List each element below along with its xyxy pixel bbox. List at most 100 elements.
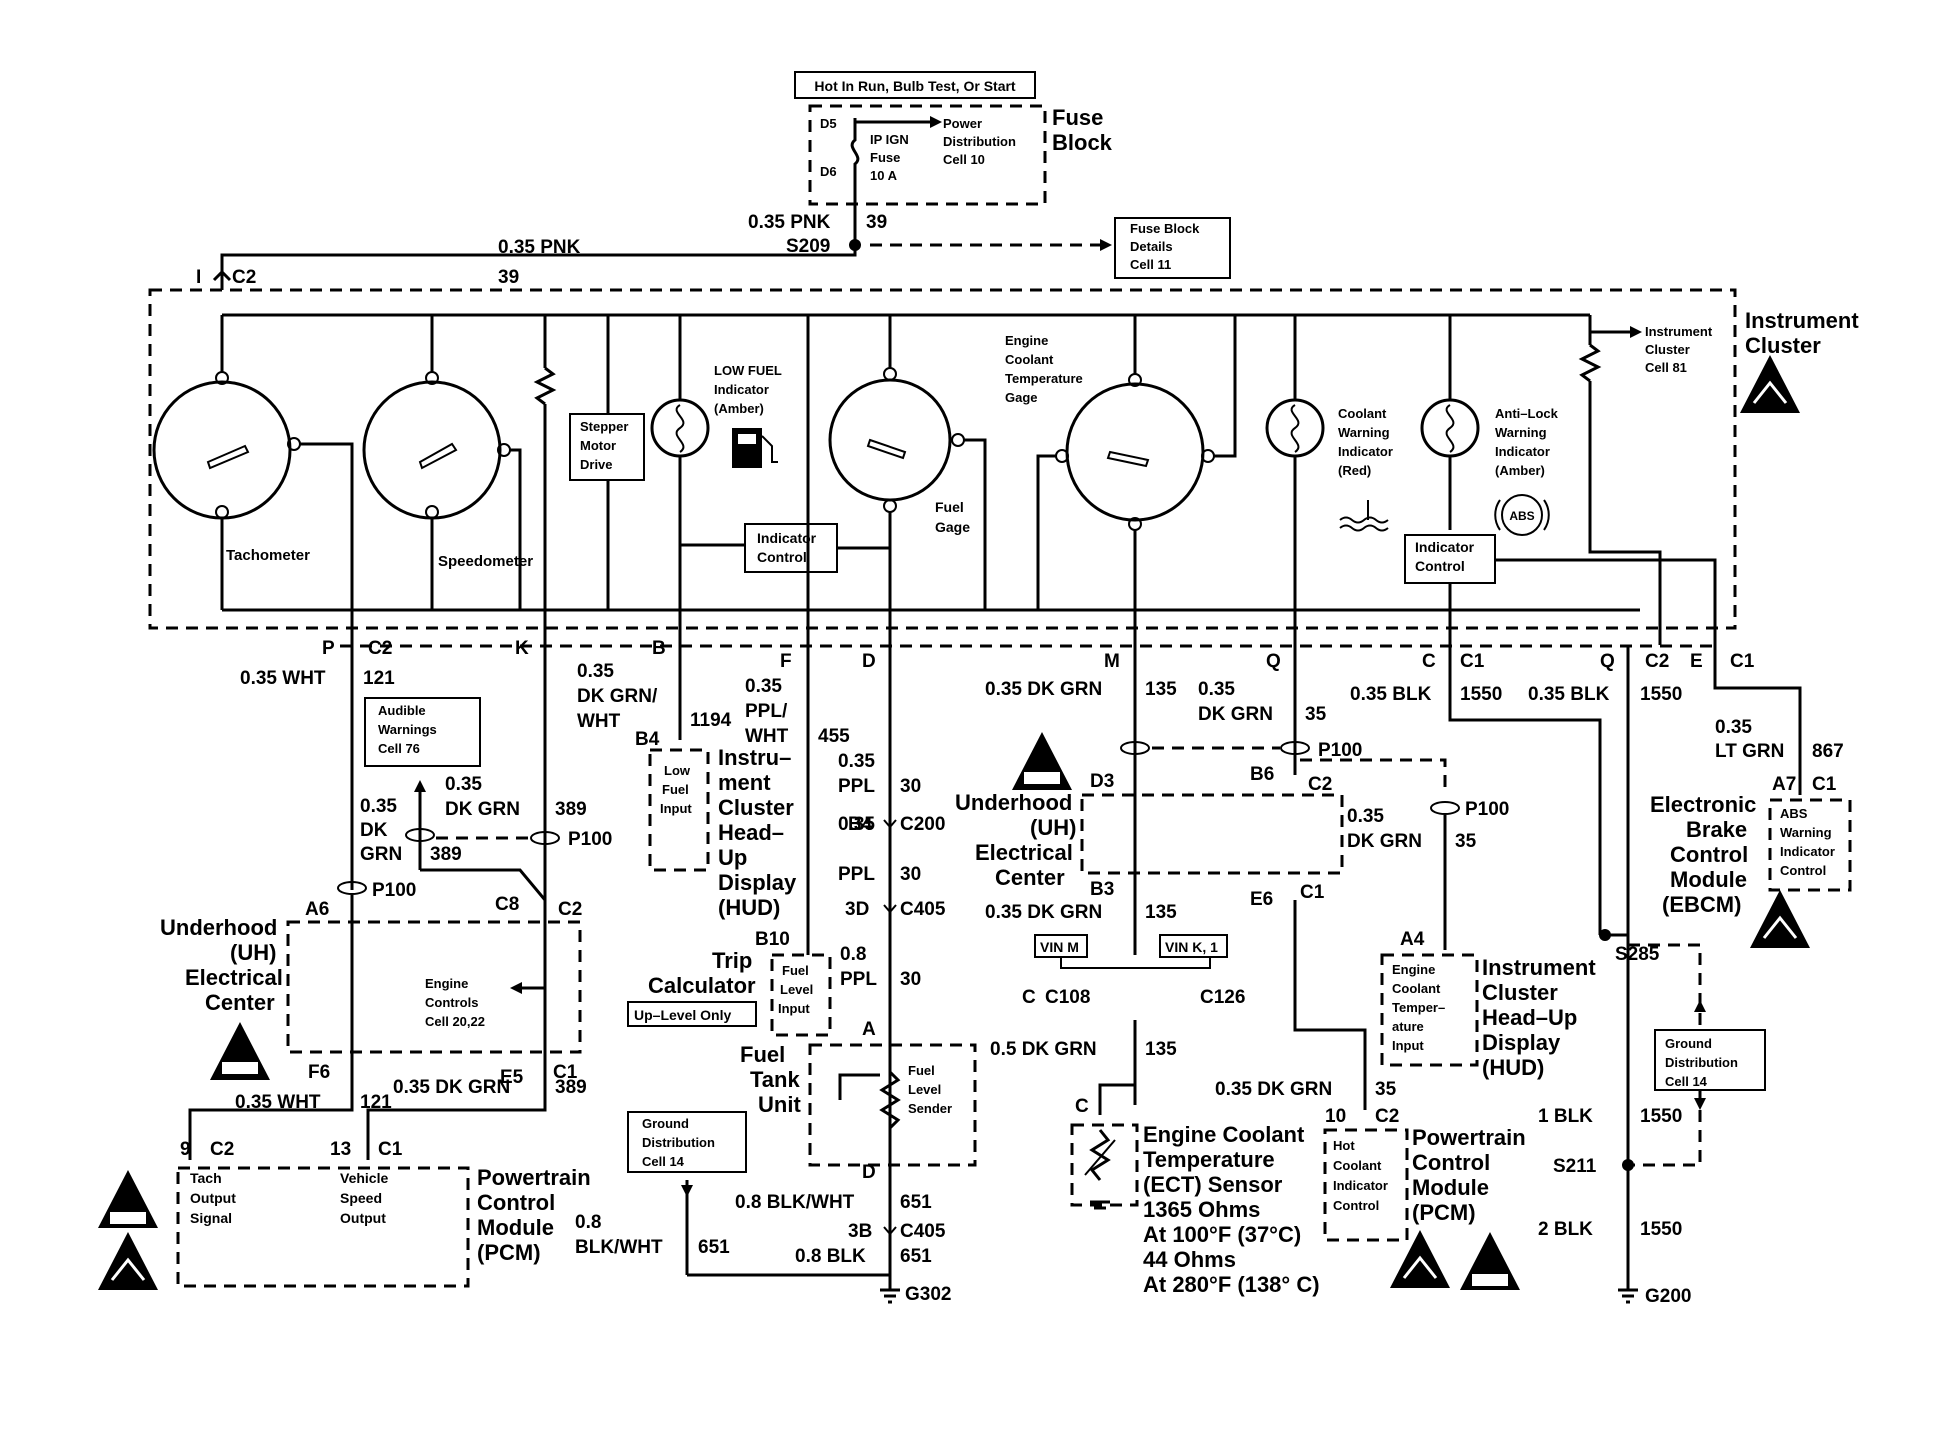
ect-input-5: Input <box>1392 1038 1424 1053</box>
f-wire-3: WHT <box>745 726 789 747</box>
uh-left-3: Electrical <box>185 965 283 990</box>
ebcm-5: (EBCM) <box>1662 892 1741 917</box>
coolant-warning-2: Warning <box>1338 425 1390 440</box>
p100-a-label: P100 <box>372 880 416 901</box>
fuse-details-3: Cell 11 <box>1130 257 1171 272</box>
center-ppl-b-1: 0.35 <box>838 814 875 835</box>
c405-symbol <box>883 904 897 914</box>
hot-coolant-2: Coolant <box>1333 1158 1382 1173</box>
pin-c1b: C1 <box>378 1139 403 1160</box>
abs-warning-3: Indicator <box>1495 444 1550 459</box>
fuel-pump-icon <box>732 428 778 468</box>
fuse-name-1: IP IGN <box>870 132 909 147</box>
splice-s285-label: S285 <box>1615 944 1660 965</box>
pin-p: P <box>322 638 335 659</box>
cluster-name-2: Cluster <box>1745 333 1821 358</box>
left-389a: 389 <box>430 844 462 865</box>
pin-c8: C8 <box>495 894 519 915</box>
left-121b: 121 <box>360 1092 392 1113</box>
uh-left-2: (UH) <box>230 940 276 965</box>
cell81-arrow <box>1630 326 1642 338</box>
hud-right-2: Cluster <box>1482 980 1558 1005</box>
low-fuel-2: Indicator <box>714 382 769 397</box>
d-wire-2: PPL <box>838 776 875 797</box>
stepper-3: Drive <box>580 457 613 472</box>
obd-ii-icon-pcm-right <box>1460 1232 1520 1290</box>
coolant-warning-3: Indicator <box>1338 444 1393 459</box>
uh-right-2: (UH) <box>1030 815 1076 840</box>
hot-in-run-label: Hot In Run, Bulb Test, Or Start <box>814 78 1016 94</box>
ect-pin-c: C <box>1075 1096 1089 1117</box>
fuse-block-outline <box>808 104 1047 206</box>
tach-out-2: Output <box>190 1190 236 1206</box>
right-1550a: 1550 <box>1640 1106 1682 1127</box>
pcm-left-4: (PCM) <box>477 1240 541 1265</box>
pin-c2-pcm: C2 <box>1375 1106 1399 1127</box>
abs-control-1: ABS <box>1780 806 1808 821</box>
fuel-tank-3: Unit <box>758 1092 801 1117</box>
tachometer-gauge <box>152 380 292 520</box>
pin-a6: A6 <box>305 899 329 920</box>
abs-warning-2: Warning <box>1495 425 1547 440</box>
right-135b: 135 <box>1145 1039 1177 1060</box>
q-wire-1: 0.35 <box>1198 679 1235 700</box>
pin-p-c2: C2 <box>368 638 392 659</box>
ground-dist-r-2: Distribution <box>1665 1055 1738 1070</box>
d-wire-num: 30 <box>900 776 921 797</box>
hot-coolant-wire <box>1293 900 1367 1110</box>
ground-dist-r-3: Cell 14 <box>1665 1074 1708 1089</box>
pin-3b: 3B <box>848 1221 872 1242</box>
tach-top-terminal <box>215 371 229 385</box>
ect-input-2: Coolant <box>1392 981 1441 996</box>
ect-sensor-outline <box>1070 1123 1139 1207</box>
fuse-details-arrow <box>1100 239 1112 251</box>
splice-s211-label: S211 <box>1553 1156 1597 1177</box>
pin-3d: 3D <box>845 899 869 920</box>
pin-f: F <box>780 651 792 672</box>
splice-s211 <box>1622 1159 1634 1171</box>
low-fuel-filament <box>675 404 685 453</box>
fuel-level-input-3: Input <box>778 1001 810 1016</box>
conn-i-label: I <box>196 267 201 288</box>
f-wire-1: 0.35 <box>745 676 782 697</box>
ground-dist-r-1: Ground <box>1665 1036 1712 1051</box>
right-dkgrn-2: DK GRN <box>1347 831 1422 852</box>
left-dkgrn-1: 0.35 <box>360 796 397 817</box>
pin-q: Q <box>1266 651 1281 672</box>
s211-ground-ref <box>1628 1090 1702 1167</box>
right-35b: 35 <box>1375 1079 1397 1100</box>
fuel-gage-2: Gage <box>935 519 970 535</box>
fuel-gage-top-terminal <box>883 367 897 381</box>
ground-dist-right-arrow-2 <box>1694 1098 1706 1110</box>
uh-right-3: Electrical <box>975 840 1073 865</box>
ect-5: At 100°F (37°C) <box>1143 1222 1301 1247</box>
vin-k-label: VIN K, 1 <box>1165 939 1218 955</box>
pin-e: E <box>1690 651 1703 672</box>
esd-icon-cluster <box>1740 355 1800 413</box>
instrument-cluster-outline <box>148 288 1737 630</box>
fuel-tank-outline <box>808 1043 977 1167</box>
pin-e-c1: C1 <box>1730 651 1755 672</box>
right-resistor <box>1578 343 1602 383</box>
abs-control-2: Warning <box>1780 825 1832 840</box>
engine-controls-3: Cell 20,22 <box>425 1014 485 1029</box>
pin-c2b: C2 <box>210 1139 234 1160</box>
ground-dist-c-2: Distribution <box>642 1135 715 1150</box>
left-dkgrn-b: 0.35 <box>445 774 482 795</box>
conn-c108-sym: C <box>1022 987 1036 1008</box>
f-wire-2: PPL/ <box>745 701 788 722</box>
ect-6: 44 Ohms <box>1143 1247 1236 1272</box>
tach-needle <box>206 444 250 470</box>
vss-to-pcm <box>366 1065 547 1160</box>
obd-ii-icon-center <box>1012 732 1072 790</box>
fuse-name-3: 10 A <box>870 168 898 183</box>
pcm-right-1: Powertrain <box>1412 1125 1526 1150</box>
low-fuel-3: (Amber) <box>714 401 764 416</box>
hud-center-1: Instru– <box>718 745 791 770</box>
hud-center-4: Head– <box>718 820 784 845</box>
hot-in-run-box <box>794 71 1036 99</box>
conn-c108: C108 <box>1045 987 1090 1008</box>
tach-wire-label: 0.35 WHT <box>240 668 326 689</box>
p100b-right-label: P100 <box>1465 799 1509 820</box>
esd-icon-ebcm <box>1750 890 1810 948</box>
